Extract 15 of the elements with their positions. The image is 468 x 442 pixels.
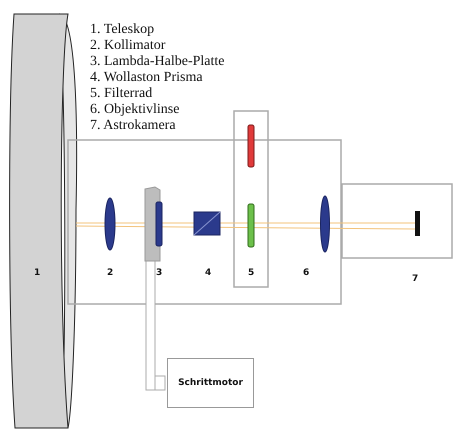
callout-number: 7	[412, 275, 418, 284]
motor-box: Schrittmotor	[167, 358, 254, 408]
callout-number: 5	[248, 269, 254, 278]
legend-item: 2. Kollimator	[90, 39, 166, 53]
callout-number: 4	[205, 269, 212, 278]
callout-number: 1	[34, 269, 40, 278]
callout-number: 2	[107, 269, 114, 278]
legend-item: 7. Astrokamera	[90, 119, 176, 133]
legend-item: 3. Lambda-Halbe-Platte	[90, 55, 225, 69]
callout-number: 3	[156, 269, 162, 278]
legend-item: 1. Teleskop	[90, 23, 154, 37]
callout-number: 6	[303, 269, 310, 278]
legend-item: 4. Wollaston Prisma	[90, 71, 203, 85]
legend-item: 6. Objektivlinse	[90, 103, 180, 117]
legend-item: 5. Filterrad	[90, 87, 152, 101]
